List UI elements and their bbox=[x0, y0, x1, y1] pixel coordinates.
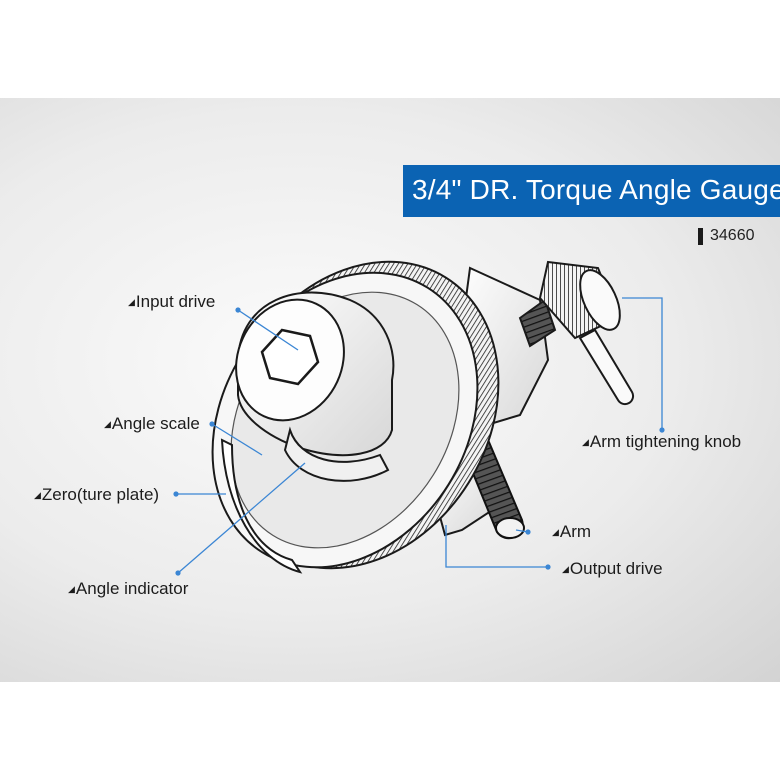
triangle-marker-icon: ◢ bbox=[34, 490, 41, 500]
part-number: 34660 bbox=[710, 227, 755, 244]
label-arm-knob: ◢Arm tightening knob bbox=[582, 432, 742, 451]
leader-dots bbox=[173, 307, 665, 576]
triangle-marker-icon: ◢ bbox=[562, 564, 569, 574]
page-title: 3/4" DR. Torque Angle Gauge bbox=[412, 174, 780, 205]
title-bar bbox=[403, 165, 780, 217]
input-drive-socket bbox=[235, 291, 395, 482]
triangle-marker-icon: ◢ bbox=[68, 584, 75, 594]
triangle-marker-icon: ◢ bbox=[582, 437, 589, 447]
label-angle-scale: ◢Angle scale bbox=[104, 414, 200, 433]
label-output-drive: ◢Output drive bbox=[562, 559, 663, 578]
label-input-drive: ◢Input drive bbox=[128, 292, 216, 311]
triangle-marker-icon: ◢ bbox=[104, 419, 111, 429]
knob-assembly bbox=[518, 260, 635, 406]
triangle-marker-icon: ◢ bbox=[552, 527, 559, 537]
leader-lines bbox=[176, 297, 663, 574]
part-number-marker bbox=[698, 228, 703, 245]
triangle-marker-icon: ◢ bbox=[128, 297, 135, 307]
label-angle-indicator: ◢Angle indicator bbox=[68, 579, 189, 598]
label-zero-plate: ◢Zero(ture plate) bbox=[34, 485, 160, 504]
label-arm: ◢Arm bbox=[552, 522, 592, 541]
